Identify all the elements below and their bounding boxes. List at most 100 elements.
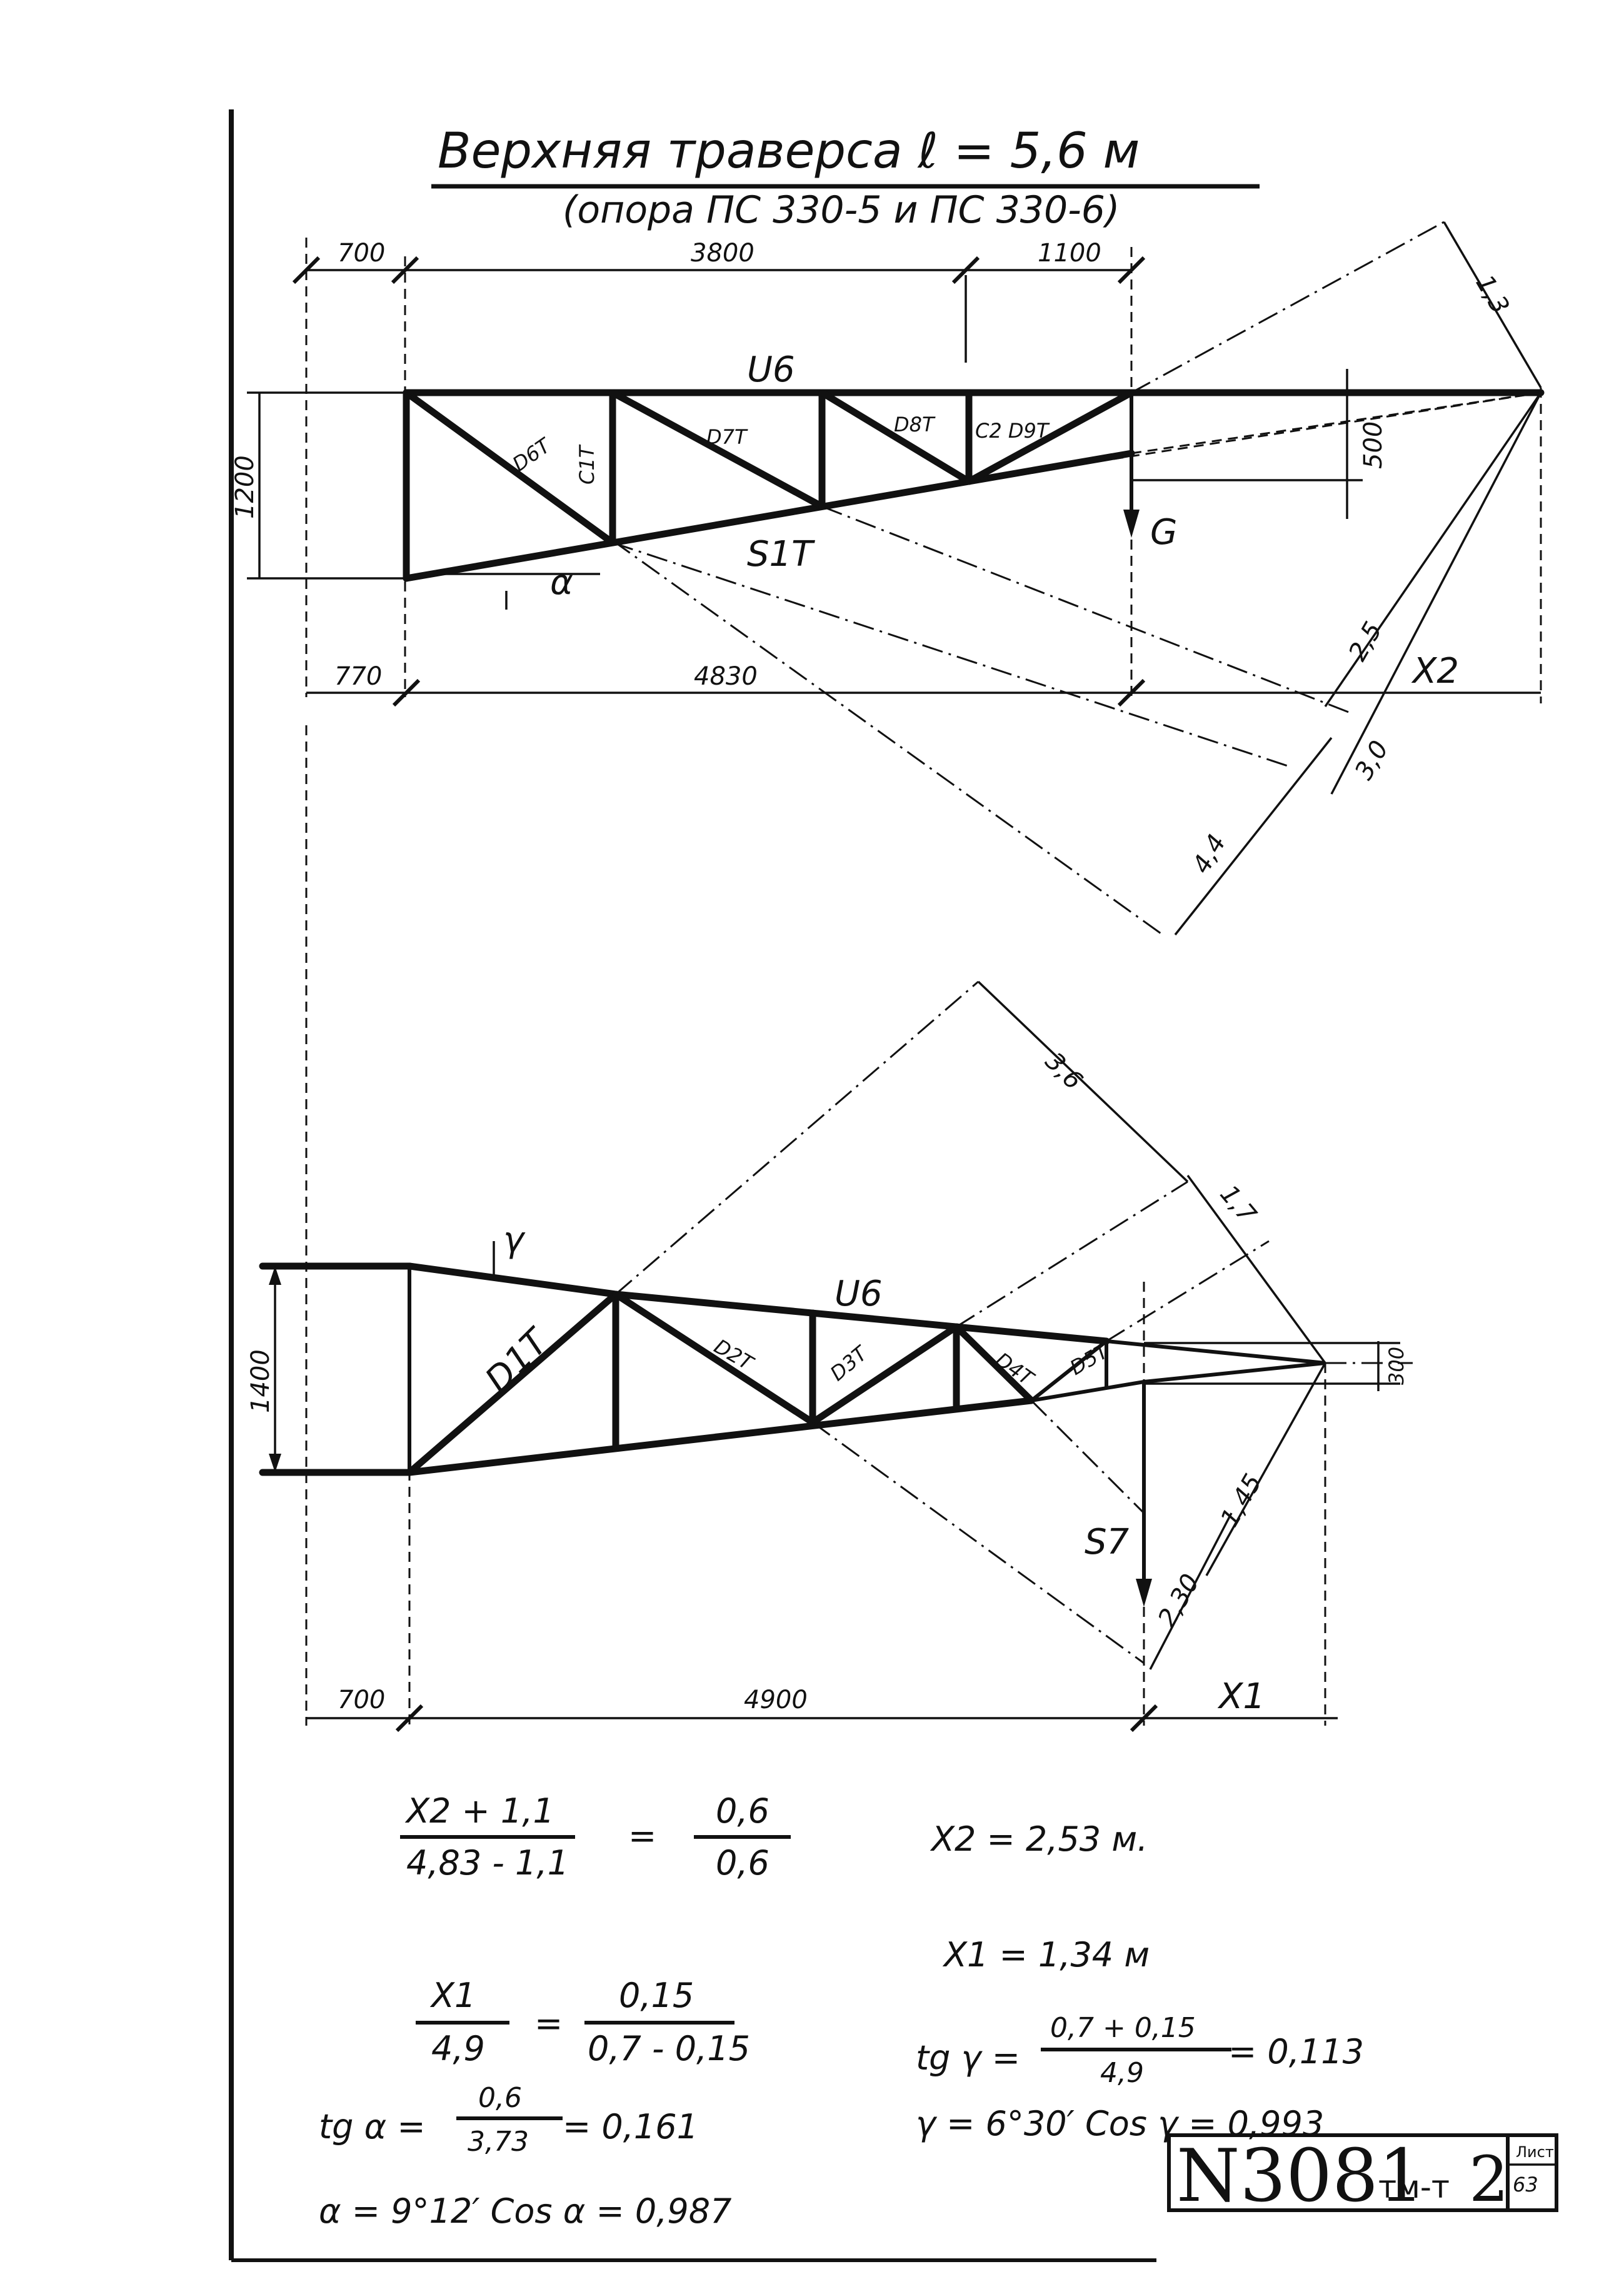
force-s7-arrowhead xyxy=(1136,1579,1152,1607)
projection-line xyxy=(956,1180,1188,1328)
diag-dim-4-4 xyxy=(1174,737,1333,936)
tg-gamma-denominator: 4,9 xyxy=(1100,2057,1144,2089)
label-s1-bottom: S1T xyxy=(747,534,815,575)
left-dim-1400: 1400 xyxy=(246,1349,275,1413)
diag-dim-1-3 xyxy=(1443,221,1542,388)
bottom-chord-view2 xyxy=(406,1397,1035,1476)
eq2-left-denominator: 4,9 xyxy=(431,2029,485,2068)
dim-tick xyxy=(292,256,321,284)
eq1-left-denominator: 4,83 - 1,1 xyxy=(406,1843,569,1883)
label-c2-d9: C2 D9T xyxy=(975,419,1050,443)
eq1-right-numerator: 0,6 xyxy=(716,1791,769,1831)
eq1-equals: = xyxy=(628,1816,656,1856)
top-chord-u6-bottom xyxy=(612,1290,1110,1345)
projection-line xyxy=(406,391,1163,936)
projection-line xyxy=(1106,1240,1270,1342)
dim-arrow xyxy=(269,1266,281,1285)
dim-tick xyxy=(392,678,421,707)
label-u6-top: U6 xyxy=(747,350,795,390)
x2-result: X2 = 2,53 м. xyxy=(930,1819,1148,1859)
right-dim-500: 500 xyxy=(1359,421,1388,469)
eq2-left-numerator: X1 xyxy=(429,1976,476,2015)
tg-alpha-lhs: tg α = xyxy=(319,2107,426,2146)
dim-arrow xyxy=(269,1454,281,1472)
dim-tick xyxy=(391,256,419,284)
eq2-right-numerator: 0,15 xyxy=(619,1976,694,2015)
top-dim-700: 700 xyxy=(338,239,385,268)
projection-line xyxy=(1030,1399,1145,1514)
label-u6-view2: U6 xyxy=(835,1274,883,1314)
bottom-dim-700: 700 xyxy=(338,1686,385,1714)
stamp-sheet-label: Лист xyxy=(1516,2143,1554,2161)
force-g-label: G xyxy=(1150,512,1177,553)
tg-gamma-lhs: tg γ = xyxy=(916,2038,1020,2078)
diag-dim-2-5 xyxy=(1324,392,1542,707)
stamp-frame xyxy=(1167,2133,1558,2212)
force-s7-label: S7 xyxy=(1085,1522,1130,1562)
diagonal-d4 xyxy=(953,1323,1035,1404)
eq2-equals: = xyxy=(534,2004,563,2043)
force-g-arrowhead xyxy=(1123,510,1140,538)
dim-tick xyxy=(1130,1704,1158,1733)
label-c1: C1T xyxy=(575,444,599,485)
top-chord-segment xyxy=(406,1262,619,1298)
diag-dim-2-30 xyxy=(1149,1512,1233,1670)
projection-line xyxy=(812,1421,1145,1664)
projection-line xyxy=(615,980,979,1295)
label-d8: D8T xyxy=(894,413,936,436)
dim-tick xyxy=(1117,256,1146,284)
eq2-right-denominator: 0,7 - 0,15 xyxy=(588,2029,750,2068)
dim-tick xyxy=(951,256,980,284)
top-truss-view: 700 3800 1100 1200 500 G U6 D6T xyxy=(231,221,1545,936)
diag-dim-3-0 xyxy=(1330,392,1542,795)
x1-result: X1 = 1,34 м xyxy=(942,1935,1150,1975)
top-dim-4830: 4830 xyxy=(694,662,758,691)
bottom-chord-to-end xyxy=(1031,1380,1145,1402)
diagonal-d1 xyxy=(406,1290,619,1476)
tg-gamma-result: = 0,113 xyxy=(1228,2032,1364,2071)
bottom-chord-to-tip xyxy=(1143,1361,1326,1384)
diagonal-d5 xyxy=(1030,1339,1108,1402)
tg-gamma-numerator: 0,7 + 0,15 xyxy=(1050,2012,1196,2044)
left-dim-1200: 1200 xyxy=(231,455,259,519)
top-x2-label: X2 xyxy=(1411,651,1459,692)
diag-dim-3-6 xyxy=(977,980,1189,1183)
right-dim-300: 300 xyxy=(1385,1347,1408,1385)
top-dim-770: 770 xyxy=(334,662,382,691)
projection-line xyxy=(612,541,1288,767)
top-dim-1100: 1100 xyxy=(1038,239,1101,268)
top-dim-3800: 3800 xyxy=(691,239,754,268)
diagonal-d8 xyxy=(818,389,973,485)
drawing-title: Верхняя траверса ℓ = 5,6 м xyxy=(438,123,1140,179)
diagonal-d3 xyxy=(809,1323,960,1426)
stamp-sheet-number: 63 xyxy=(1513,2173,1538,2196)
eq1-right-denominator: 0,6 xyxy=(716,1843,769,1883)
angle-alpha-label: α xyxy=(550,562,573,603)
alpha-values: α = 9°12′ Cos α = 0,987 xyxy=(319,2191,731,2231)
stamp-suffix: тм-т xyxy=(1378,2169,1450,2205)
bottom-x1-label: X1 xyxy=(1217,1676,1265,1717)
eq1-left-numerator: X2 + 1,1 xyxy=(404,1791,554,1831)
diagonal-d7 xyxy=(609,389,826,510)
drawing-stamp: N3081 тм-т 2 Лист 63 xyxy=(1167,2133,1558,2218)
bottom-chord-extension xyxy=(965,450,1135,485)
angle-gamma-label: γ xyxy=(503,1220,526,1260)
drawing-subtitle: (опора ПС 330-5 и ПС 330-6) xyxy=(563,188,1120,232)
top-chord-to-tip xyxy=(1106,1339,1326,1365)
diagonal-d2 xyxy=(612,1290,816,1426)
projection-line xyxy=(821,505,1351,714)
diag-dim-1-45 xyxy=(1205,1362,1326,1576)
tg-alpha-denominator: 3,73 xyxy=(468,2126,529,2158)
bottom-chord-s1 xyxy=(403,478,973,582)
label-d7: D7T xyxy=(706,425,748,449)
stamp-suffix-number: 2 xyxy=(1469,2143,1509,2216)
dim-tick xyxy=(1117,678,1146,707)
diagonal-d9 xyxy=(965,389,1135,485)
stamp-number: N3081 xyxy=(1176,2134,1425,2218)
diag-dim-1-7 xyxy=(1186,1174,1326,1364)
projection-line xyxy=(1131,221,1445,394)
tg-alpha-numerator: 0,6 xyxy=(478,2082,522,2114)
bottom-dim-4900: 4900 xyxy=(744,1686,808,1714)
